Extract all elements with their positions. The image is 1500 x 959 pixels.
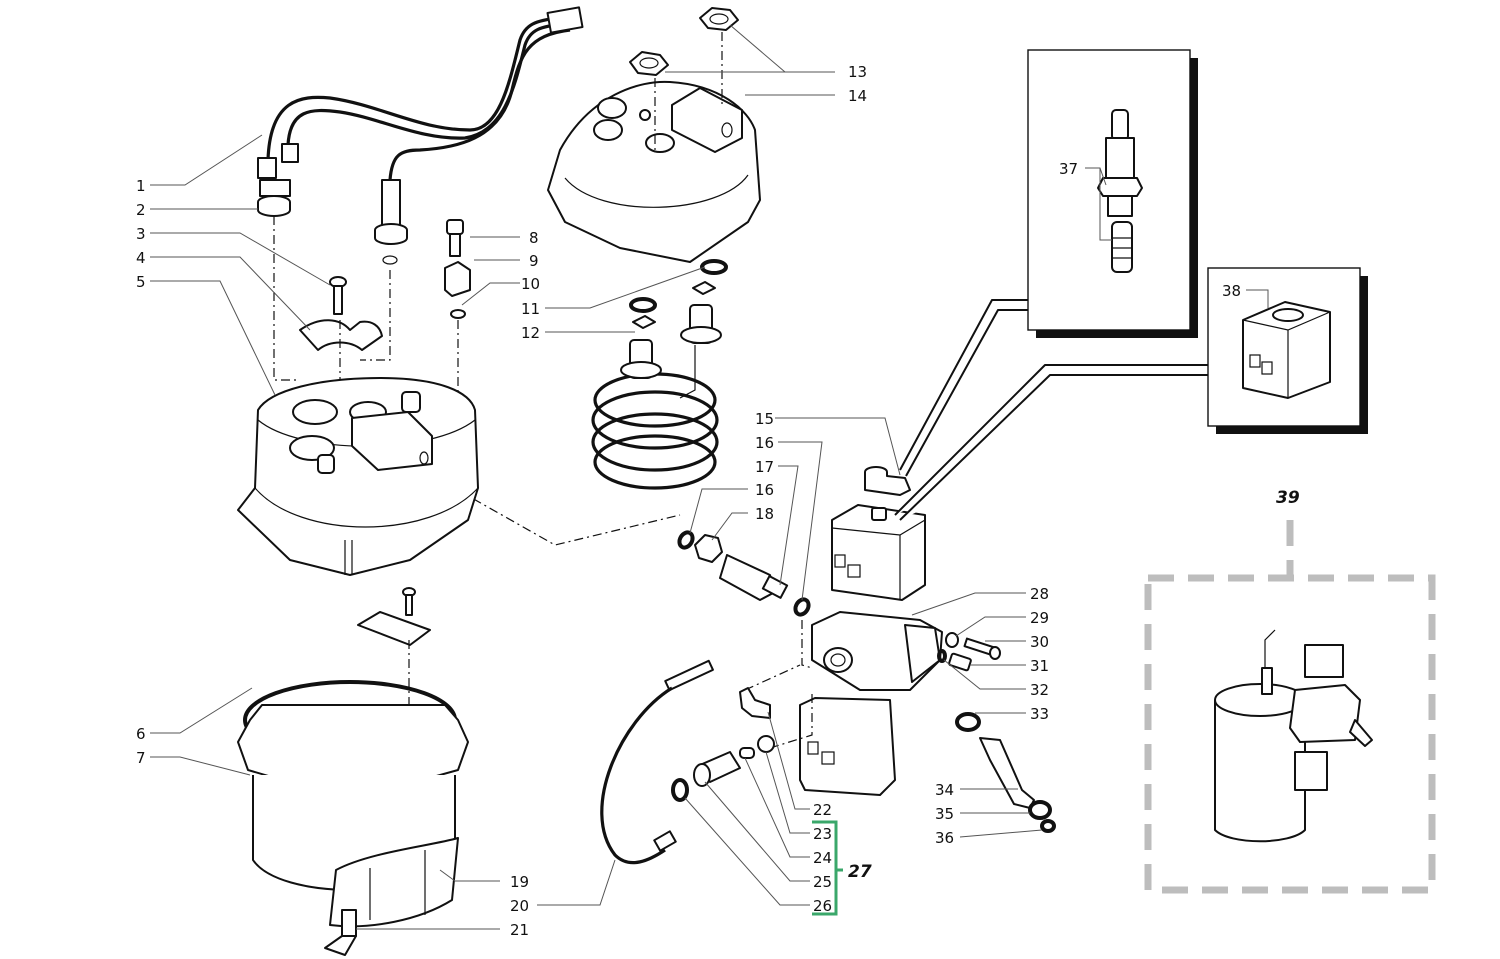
sensor-sleeve — [381, 179, 401, 226]
callout-17: 17 — [755, 458, 774, 476]
callout-15: 15 — [755, 410, 774, 428]
cap-screw — [446, 219, 464, 257]
callout-14: 14 — [848, 87, 867, 105]
grub-screw — [948, 652, 972, 672]
o-ring — [955, 712, 981, 732]
sealing-plate — [357, 611, 431, 646]
filter-cap — [757, 735, 775, 753]
insulation-jacket — [329, 837, 459, 928]
callout-30: 30 — [1030, 633, 1049, 651]
sensor-cable — [600, 659, 714, 865]
solenoid-valve — [799, 504, 943, 796]
callout-24: 24 — [813, 849, 832, 867]
leader-lines — [150, 24, 1269, 930]
callout-20: 20 — [510, 897, 529, 915]
washer — [450, 309, 466, 319]
callout-21: 21 — [510, 921, 529, 939]
callout-31: 31 — [1030, 657, 1049, 675]
sensor-probe — [374, 223, 408, 245]
callout-2: 2 — [136, 201, 146, 219]
heating-element — [591, 281, 722, 490]
o-ring — [629, 297, 657, 313]
callout-19: 19 — [510, 873, 529, 891]
callout-9: 9 — [529, 252, 539, 270]
callout-22: 22 — [813, 801, 832, 819]
mounting-bracket — [444, 261, 471, 297]
o-ring — [793, 597, 811, 617]
spade-terminal — [281, 143, 299, 163]
callout-18: 18 — [755, 505, 774, 523]
lock-nut — [694, 534, 723, 563]
callout-25: 25 — [813, 873, 832, 891]
o-ring — [671, 778, 689, 802]
boiler-base — [237, 680, 469, 928]
callout-26: 26 — [813, 897, 832, 915]
o-ring — [1028, 800, 1052, 820]
callout-35: 35 — [935, 805, 954, 823]
callout-11: 11 — [521, 300, 540, 318]
thermostat — [257, 179, 291, 217]
hex-nut — [699, 7, 739, 31]
boiler-body — [237, 377, 479, 576]
inset-valve-stem — [1027, 49, 1198, 338]
callout-16-upper: 16 — [755, 434, 774, 452]
callout-32: 32 — [1030, 681, 1049, 699]
small-o-ring — [937, 649, 947, 663]
callout-10: 10 — [521, 275, 540, 293]
small-o-ring — [1040, 819, 1056, 833]
inset-solenoid-coil — [1207, 267, 1368, 434]
callout-36: 36 — [935, 829, 954, 847]
filter-insert — [739, 747, 755, 759]
kit-27-bracket — [812, 820, 838, 916]
complete-assembly-outline — [1144, 520, 1436, 894]
small-washer — [382, 255, 398, 265]
callout-3: 3 — [136, 225, 146, 243]
callout-28: 28 — [1030, 585, 1049, 603]
threaded-fitting — [719, 554, 789, 601]
flow-restrictor — [693, 751, 741, 787]
callout-labels: 1 2 3 4 5 6 7 8 9 10 11 12 13 14 15 16 1… — [136, 63, 1300, 939]
callout-33: 33 — [1030, 705, 1049, 723]
o-ring — [700, 259, 728, 275]
callout-29: 29 — [1030, 609, 1049, 627]
callout-13: 13 — [848, 63, 867, 81]
callout-37: 37 — [1059, 160, 1078, 178]
base-screw — [402, 587, 416, 616]
bolt — [963, 637, 1001, 660]
connector-plug — [546, 6, 584, 34]
callout-8: 8 — [529, 229, 539, 247]
outlet-nozzle — [979, 737, 1035, 809]
callout-1: 1 — [136, 177, 146, 195]
thermostat-clamp — [299, 319, 383, 351]
group-label-27: 27 — [848, 862, 872, 882]
elbow-fitting — [324, 909, 357, 956]
callout-38: 38 — [1222, 282, 1241, 300]
callout-5: 5 — [136, 273, 146, 291]
washer — [945, 632, 959, 648]
spade-terminal — [257, 157, 277, 179]
screw — [329, 276, 347, 315]
complete-assembly-illustration — [1214, 629, 1373, 843]
callout-6: 6 — [136, 725, 146, 743]
wire-harness — [257, 6, 584, 226]
elbow-nozzle — [864, 466, 911, 496]
group-label-39: 39 — [1276, 488, 1300, 508]
callout-12: 12 — [521, 324, 540, 342]
o-ring — [677, 530, 695, 550]
callout-7: 7 — [136, 749, 146, 767]
callout-4: 4 — [136, 249, 146, 267]
callout-23: 23 — [813, 825, 832, 843]
barbed-elbow — [739, 687, 771, 719]
callout-34: 34 — [935, 781, 954, 799]
callout-16-lower: 16 — [755, 481, 774, 499]
hex-nut — [629, 51, 669, 76]
boiler-lid — [547, 80, 761, 263]
